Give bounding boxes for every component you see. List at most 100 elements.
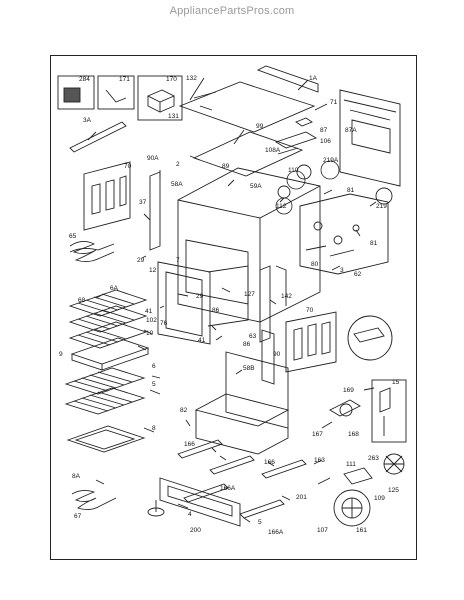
callout-3: 3	[340, 267, 344, 274]
callout-142: 142	[281, 293, 292, 300]
callout-76: 76	[160, 320, 168, 327]
callout-67: 67	[74, 513, 82, 520]
callout-166-left: 166	[184, 441, 195, 448]
callout-171: 171	[119, 76, 130, 83]
callout-68: 68	[78, 297, 86, 304]
callout-37: 37	[139, 199, 147, 206]
part-top-cover[interactable]	[178, 81, 316, 133]
callout-10: 10	[146, 330, 154, 337]
part-box-171[interactable]	[97, 75, 135, 110]
callout-4: 4	[188, 511, 192, 518]
part-rear-panel-81[interactable]	[299, 193, 389, 275]
callout-86-lower: 86	[243, 341, 251, 348]
part-side-strip-3a[interactable]	[69, 121, 127, 153]
callout-8a: 8A	[72, 473, 81, 480]
part-right-panel-70[interactable]	[285, 311, 337, 373]
part-hinge-bracket-167[interactable]	[329, 399, 361, 417]
callout-6a: 6A	[110, 285, 119, 292]
callout-170: 170	[166, 76, 177, 83]
part-hinge-detail[interactable]	[347, 315, 393, 361]
callout-110: 110	[288, 167, 299, 174]
part-rack-10[interactable]	[68, 321, 148, 349]
callout-108a: 108A	[265, 147, 281, 154]
callout-166-right: 166	[264, 459, 275, 466]
callout-58b: 58B	[243, 365, 255, 372]
callout-87a: 87A	[345, 127, 357, 134]
callout-86-upper: 86	[212, 307, 220, 314]
part-callouts: 284 171 170 132 1A 71 131 3A 99 87 87A 1…	[59, 75, 400, 536]
callout-29-lower: 29	[196, 293, 204, 300]
part-insulation-90a[interactable]	[149, 171, 161, 251]
callout-41-lower: 41	[198, 337, 206, 344]
callout-284: 284	[79, 76, 90, 83]
callout-167: 167	[312, 431, 323, 438]
callout-89: 89	[222, 163, 230, 170]
part-bake-element-67[interactable]	[71, 489, 117, 511]
part-drawer-panel-200[interactable]	[159, 477, 241, 527]
callout-87: 87	[320, 127, 328, 134]
part-control-bracket[interactable]	[274, 117, 318, 155]
part-drawer-slide-166a[interactable]	[183, 483, 285, 519]
part-fan-blade-109[interactable]	[383, 453, 405, 475]
part-left-panel-70[interactable]	[83, 161, 131, 231]
diagram-frame	[50, 55, 417, 560]
site-watermark: AppliancePartsPros.com	[169, 5, 295, 17]
part-broil-element-65[interactable]	[69, 241, 115, 263]
part-oven-cavity-58b[interactable]	[194, 351, 290, 455]
part-rack-6[interactable]	[64, 367, 146, 395]
callout-9: 9	[59, 351, 63, 358]
callout-166a-lower: 166A	[268, 529, 284, 536]
part-leveling-leg-4[interactable]	[147, 500, 165, 517]
part-fan-housing-107[interactable]	[333, 489, 371, 527]
callout-127: 127	[244, 291, 255, 298]
callout-112: 112	[276, 203, 287, 210]
callout-90a: 90A	[147, 155, 159, 162]
part-rack-102[interactable]	[68, 305, 148, 333]
callout-62: 62	[354, 271, 362, 278]
part-broiler-pan-9[interactable]	[70, 337, 150, 371]
part-door-frame[interactable]	[157, 261, 249, 345]
callout-58a: 58A	[171, 181, 183, 188]
callout-12: 12	[149, 267, 157, 274]
callout-70-lower: 70	[306, 307, 314, 314]
part-rack-5[interactable]	[64, 387, 146, 415]
callout-81-upper: 81	[347, 187, 355, 194]
callout-109: 109	[374, 495, 385, 502]
callout-1a: 1A	[309, 75, 318, 82]
part-convection-motor-111[interactable]	[343, 467, 373, 485]
callout-82: 82	[180, 407, 188, 414]
callout-90: 90	[273, 351, 281, 358]
callout-102: 102	[146, 317, 157, 324]
part-rear-trim-1a[interactable]	[256, 65, 319, 93]
callout-201: 201	[296, 494, 307, 501]
callout-106: 106	[320, 138, 331, 145]
part-box-170[interactable]	[137, 75, 183, 121]
callout-163: 163	[314, 457, 325, 464]
callout-29-upper: 29	[137, 257, 145, 264]
callout-41-upper: 41	[145, 308, 153, 315]
part-sensor-box-15[interactable]	[371, 379, 407, 443]
part-bake-pan-8[interactable]	[66, 425, 146, 453]
callout-70-upper: 70	[124, 163, 132, 170]
callout-219: 219	[376, 203, 387, 210]
callout-131: 131	[168, 113, 179, 120]
callout-65: 65	[69, 233, 77, 240]
callout-161: 161	[356, 527, 367, 534]
callout-15: 15	[392, 379, 400, 386]
callout-63: 63	[249, 333, 257, 340]
callout-81-lower: 81	[370, 240, 378, 247]
part-right-panel-71[interactable]	[339, 89, 401, 187]
part-box-284[interactable]	[57, 75, 95, 110]
callout-59a: 59A	[250, 183, 262, 190]
callout-111: 111	[346, 461, 356, 468]
callout-80: 80	[311, 261, 319, 268]
callout-125: 125	[388, 487, 399, 494]
callout-7: 7	[176, 257, 180, 264]
callout-168: 168	[348, 431, 359, 438]
part-drawer-slide-166[interactable]	[177, 439, 307, 479]
part-side-trim-142[interactable]	[259, 265, 287, 343]
callout-71: 71	[330, 99, 338, 106]
callout-3a: 3A	[83, 117, 92, 124]
part-insulation-90[interactable]	[261, 329, 275, 385]
callout-99: 99	[256, 123, 264, 130]
